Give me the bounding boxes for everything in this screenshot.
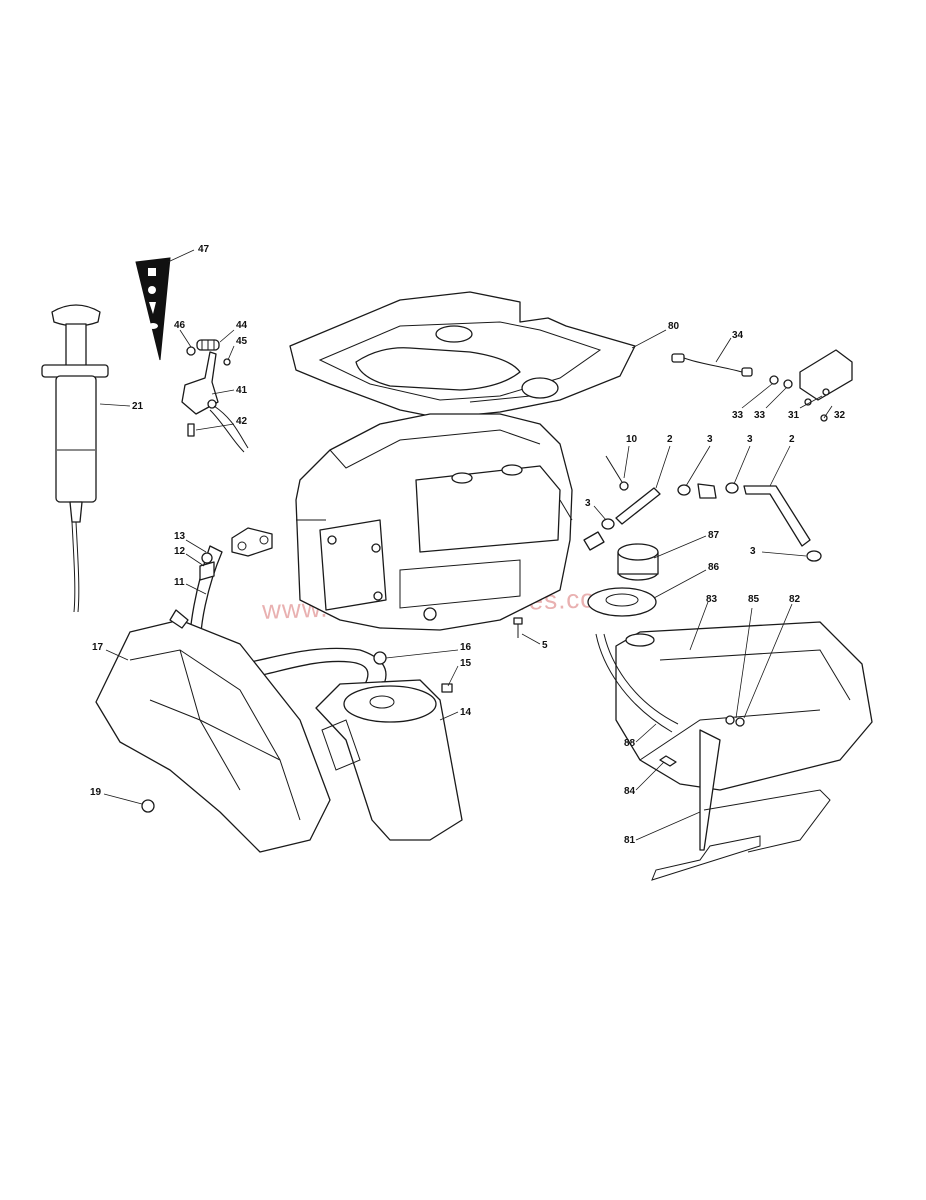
part-label-3d: 3 <box>750 546 756 557</box>
part-label-85: 85 <box>748 594 760 605</box>
engine-block <box>295 413 573 631</box>
part-label-3b: 3 <box>747 434 753 445</box>
part-label-13: 13 <box>174 531 186 542</box>
part-label-46: 46 <box>174 320 186 331</box>
part-label-2b: 2 <box>789 434 795 445</box>
engine-cover-80 <box>289 291 636 419</box>
part-label-31: 31 <box>788 410 800 421</box>
choke-decal-47 <box>135 257 171 361</box>
fuel-tank-83 <box>595 621 873 791</box>
part-label-87: 87 <box>708 530 720 541</box>
leader-lines <box>99 249 833 841</box>
bolt-5 <box>513 617 523 638</box>
part-label-21: 21 <box>132 401 144 412</box>
part-label-45: 45 <box>236 336 248 347</box>
part-label-10: 10 <box>626 434 638 445</box>
muffler-14 <box>315 651 463 841</box>
part-label-81: 81 <box>624 835 636 846</box>
part-label-16: 16 <box>460 642 472 653</box>
part-label-11: 11 <box>174 577 185 588</box>
part-label-80: 80 <box>668 321 680 332</box>
part-label-44: 44 <box>236 320 248 331</box>
part-label-3a: 3 <box>707 434 713 445</box>
part-label-83: 83 <box>706 594 718 605</box>
part-label-47: 47 <box>198 244 210 255</box>
part-label-42: 42 <box>236 416 248 427</box>
part-label-15: 15 <box>460 658 472 669</box>
part-label-17: 17 <box>92 642 104 653</box>
part-label-33b: 33 <box>754 410 766 421</box>
electrical-parts <box>671 349 853 422</box>
fuel-line-assembly <box>583 455 822 562</box>
part-label-41: 41 <box>236 385 248 396</box>
part-label-82: 82 <box>789 594 801 605</box>
tank-bracket-81 <box>651 729 831 881</box>
fuel-cap-assembly <box>587 543 659 617</box>
part-label-14: 14 <box>460 707 472 718</box>
part-label-88: 88 <box>624 738 636 749</box>
part-label-3c: 3 <box>585 498 591 509</box>
exhaust-heat-shield-17 <box>95 609 331 853</box>
part-label-84: 84 <box>624 786 636 797</box>
oil-syringe-21 <box>41 304 109 613</box>
part-label-86: 86 <box>708 562 720 573</box>
part-label-5: 5 <box>542 640 548 651</box>
part-label-34: 34 <box>732 330 744 341</box>
part-label-12: 12 <box>174 546 186 557</box>
part-label-32: 32 <box>834 410 846 421</box>
part-label-2a: 2 <box>667 434 673 445</box>
throttle-control-assembly <box>181 339 249 453</box>
part-label-33a: 33 <box>732 410 744 421</box>
part-label-19: 19 <box>90 787 102 798</box>
part-number-labels: 47 46 44 45 41 42 21 80 34 33 33 31 32 1… <box>90 244 846 846</box>
